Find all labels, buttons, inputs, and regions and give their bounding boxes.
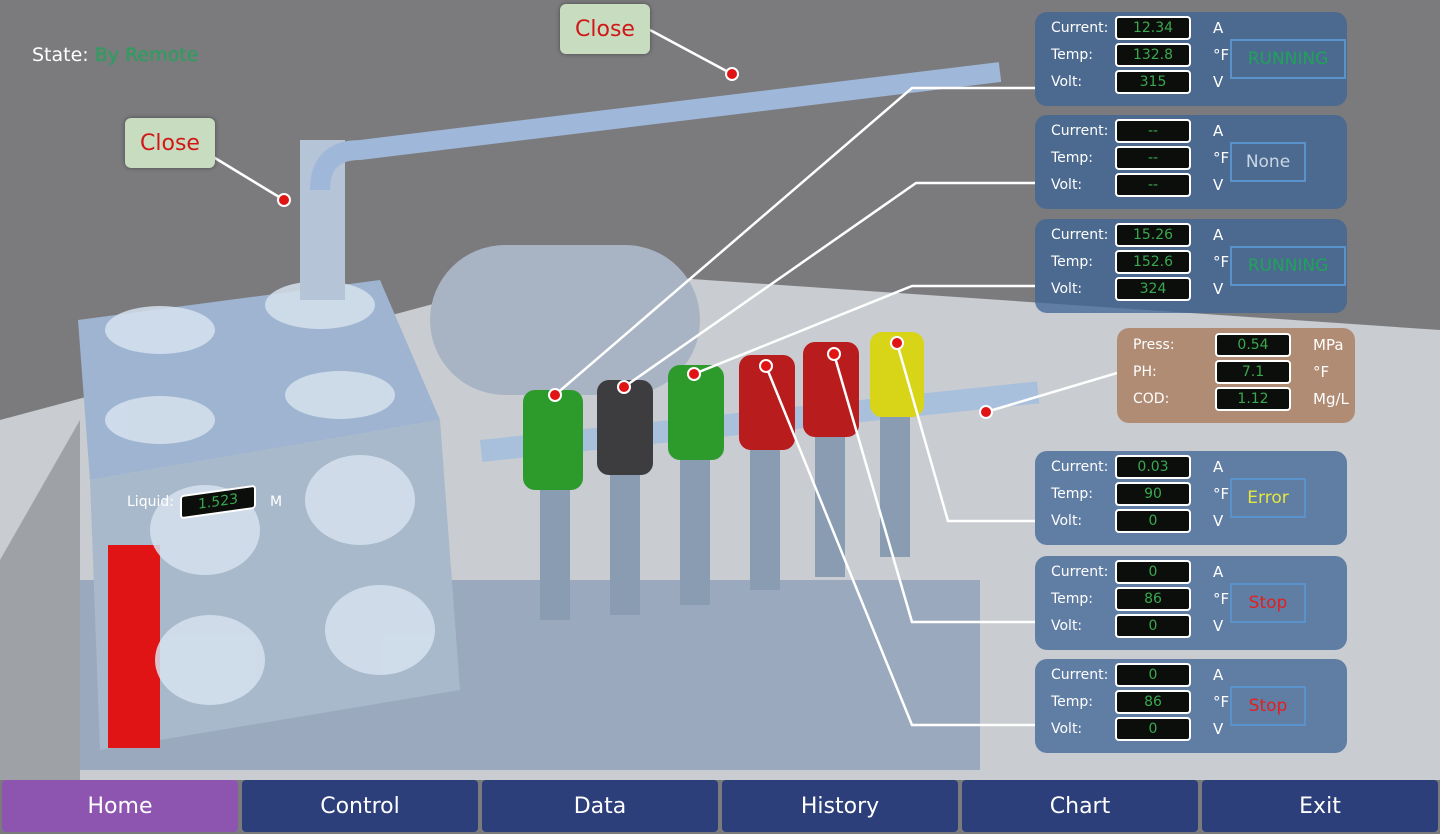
liquid-unit: M <box>269 494 283 510</box>
cod-unit: Mg/L <box>1313 390 1349 408</box>
current-unit: A <box>1213 666 1224 684</box>
pump-status-panel: Current: 0.03 A Temp: 90 °F Volt: 0 V Error <box>1035 451 1347 545</box>
pressure-vessel <box>430 245 700 395</box>
cod-label: COD: <box>1133 391 1170 407</box>
cod-value: 1.12 <box>1215 387 1291 411</box>
current-label: Current: <box>1051 459 1109 475</box>
current-value: 15.26 <box>1115 223 1191 247</box>
press-value: 0.54 <box>1215 333 1291 357</box>
volt-value: 0 <box>1115 717 1191 741</box>
current-unit: A <box>1213 563 1224 581</box>
volt-value: 324 <box>1115 277 1191 301</box>
liquid-label: Liquid: <box>127 494 174 510</box>
pump-status-panel: Current: -- A Temp: -- °F Volt: -- V None <box>1035 115 1347 209</box>
temp-unit: °F <box>1213 590 1230 608</box>
current-unit: A <box>1213 458 1224 476</box>
volt-unit: V <box>1213 512 1224 530</box>
temp-label: Temp: <box>1051 254 1094 270</box>
volt-label: Volt: <box>1051 721 1083 737</box>
valve-1-close-button[interactable]: Close <box>125 118 215 168</box>
pumps <box>523 332 924 620</box>
temp-unit: °F <box>1213 693 1230 711</box>
valve-2-close-button[interactable]: Close <box>560 4 650 54</box>
ph-value: 7.1 <box>1215 360 1291 384</box>
pump-status-badge: Error <box>1230 478 1306 518</box>
nav-chart[interactable]: Chart <box>962 780 1198 832</box>
nav-control[interactable]: Control <box>242 780 478 832</box>
temp-unit: °F <box>1213 485 1230 503</box>
current-value: 0 <box>1115 560 1191 584</box>
temp-value: 86 <box>1115 690 1191 714</box>
volt-value: 0 <box>1115 614 1191 638</box>
nav-data[interactable]: Data <box>482 780 718 832</box>
current-label: Current: <box>1051 20 1109 36</box>
volt-value: 0 <box>1115 509 1191 533</box>
volt-label: Volt: <box>1051 513 1083 529</box>
volt-unit: V <box>1213 280 1224 298</box>
ph-label: PH: <box>1133 364 1157 380</box>
pump-status-badge: RUNNING <box>1230 246 1346 286</box>
liquid-level-readout: Liquid: 1.523 M <box>127 484 283 520</box>
volt-unit: V <box>1213 176 1224 194</box>
pump-status-panel: Current: 15.26 A Temp: 152.6 °F Volt: 324 V RUNNI… <box>1035 219 1347 313</box>
temp-value: -- <box>1115 146 1191 170</box>
nav-exit[interactable]: Exit <box>1202 780 1438 832</box>
pump-status-panel: Current: 12.34 A Temp: 132.8 °F Volt: 315 V RUNNI… <box>1035 12 1347 106</box>
temp-value: 90 <box>1115 482 1191 506</box>
current-value: 12.34 <box>1115 16 1191 40</box>
state-value: By Remote <box>94 44 199 66</box>
temp-value: 152.6 <box>1115 250 1191 274</box>
volt-label: Volt: <box>1051 74 1083 90</box>
press-unit: MPa <box>1313 336 1344 354</box>
volt-unit: V <box>1213 617 1224 635</box>
current-label: Current: <box>1051 564 1109 580</box>
volt-unit: V <box>1213 720 1224 738</box>
temp-unit: °F <box>1213 149 1230 167</box>
volt-label: Volt: <box>1051 177 1083 193</box>
ph-unit: °F <box>1313 363 1330 381</box>
pump-status-badge: None <box>1230 142 1306 182</box>
pump-status-badge: Stop <box>1230 583 1306 623</box>
current-label: Current: <box>1051 667 1109 683</box>
volt-value: 315 <box>1115 70 1191 94</box>
nav-home[interactable]: Home <box>2 780 238 832</box>
temp-value: 86 <box>1115 587 1191 611</box>
nav-history[interactable]: History <box>722 780 958 832</box>
current-label: Current: <box>1051 227 1109 243</box>
current-value: 0.03 <box>1115 455 1191 479</box>
volt-label: Volt: <box>1051 618 1083 634</box>
current-value: 0 <box>1115 663 1191 687</box>
state-label: State: <box>32 44 89 66</box>
temp-value: 132.8 <box>1115 43 1191 67</box>
temp-label: Temp: <box>1051 486 1094 502</box>
state-indicator: State: By Remote <box>32 44 198 66</box>
volt-unit: V <box>1213 73 1224 91</box>
temp-unit: °F <box>1213 46 1230 64</box>
liquid-level-bar <box>108 545 160 748</box>
temp-unit: °F <box>1213 253 1230 271</box>
outlet-pipe <box>310 62 1002 191</box>
temp-label: Temp: <box>1051 591 1094 607</box>
current-unit: A <box>1213 122 1224 140</box>
temp-label: Temp: <box>1051 47 1094 63</box>
temp-label: Temp: <box>1051 694 1094 710</box>
press-label: Press: <box>1133 337 1175 353</box>
current-value: -- <box>1115 119 1191 143</box>
volt-label: Volt: <box>1051 281 1083 297</box>
current-label: Current: <box>1051 123 1109 139</box>
current-unit: A <box>1213 226 1224 244</box>
volt-value: -- <box>1115 173 1191 197</box>
leader-lines <box>209 28 1118 727</box>
pump-status-badge: RUNNING <box>1230 39 1346 79</box>
temp-label: Temp: <box>1051 150 1094 166</box>
pump-status-badge: Stop <box>1230 686 1306 726</box>
current-unit: A <box>1213 19 1224 37</box>
water-quality-panel: Press: 0.54 MPa PH: 7.1 °F COD: 1.12 Mg/L <box>1117 328 1355 423</box>
